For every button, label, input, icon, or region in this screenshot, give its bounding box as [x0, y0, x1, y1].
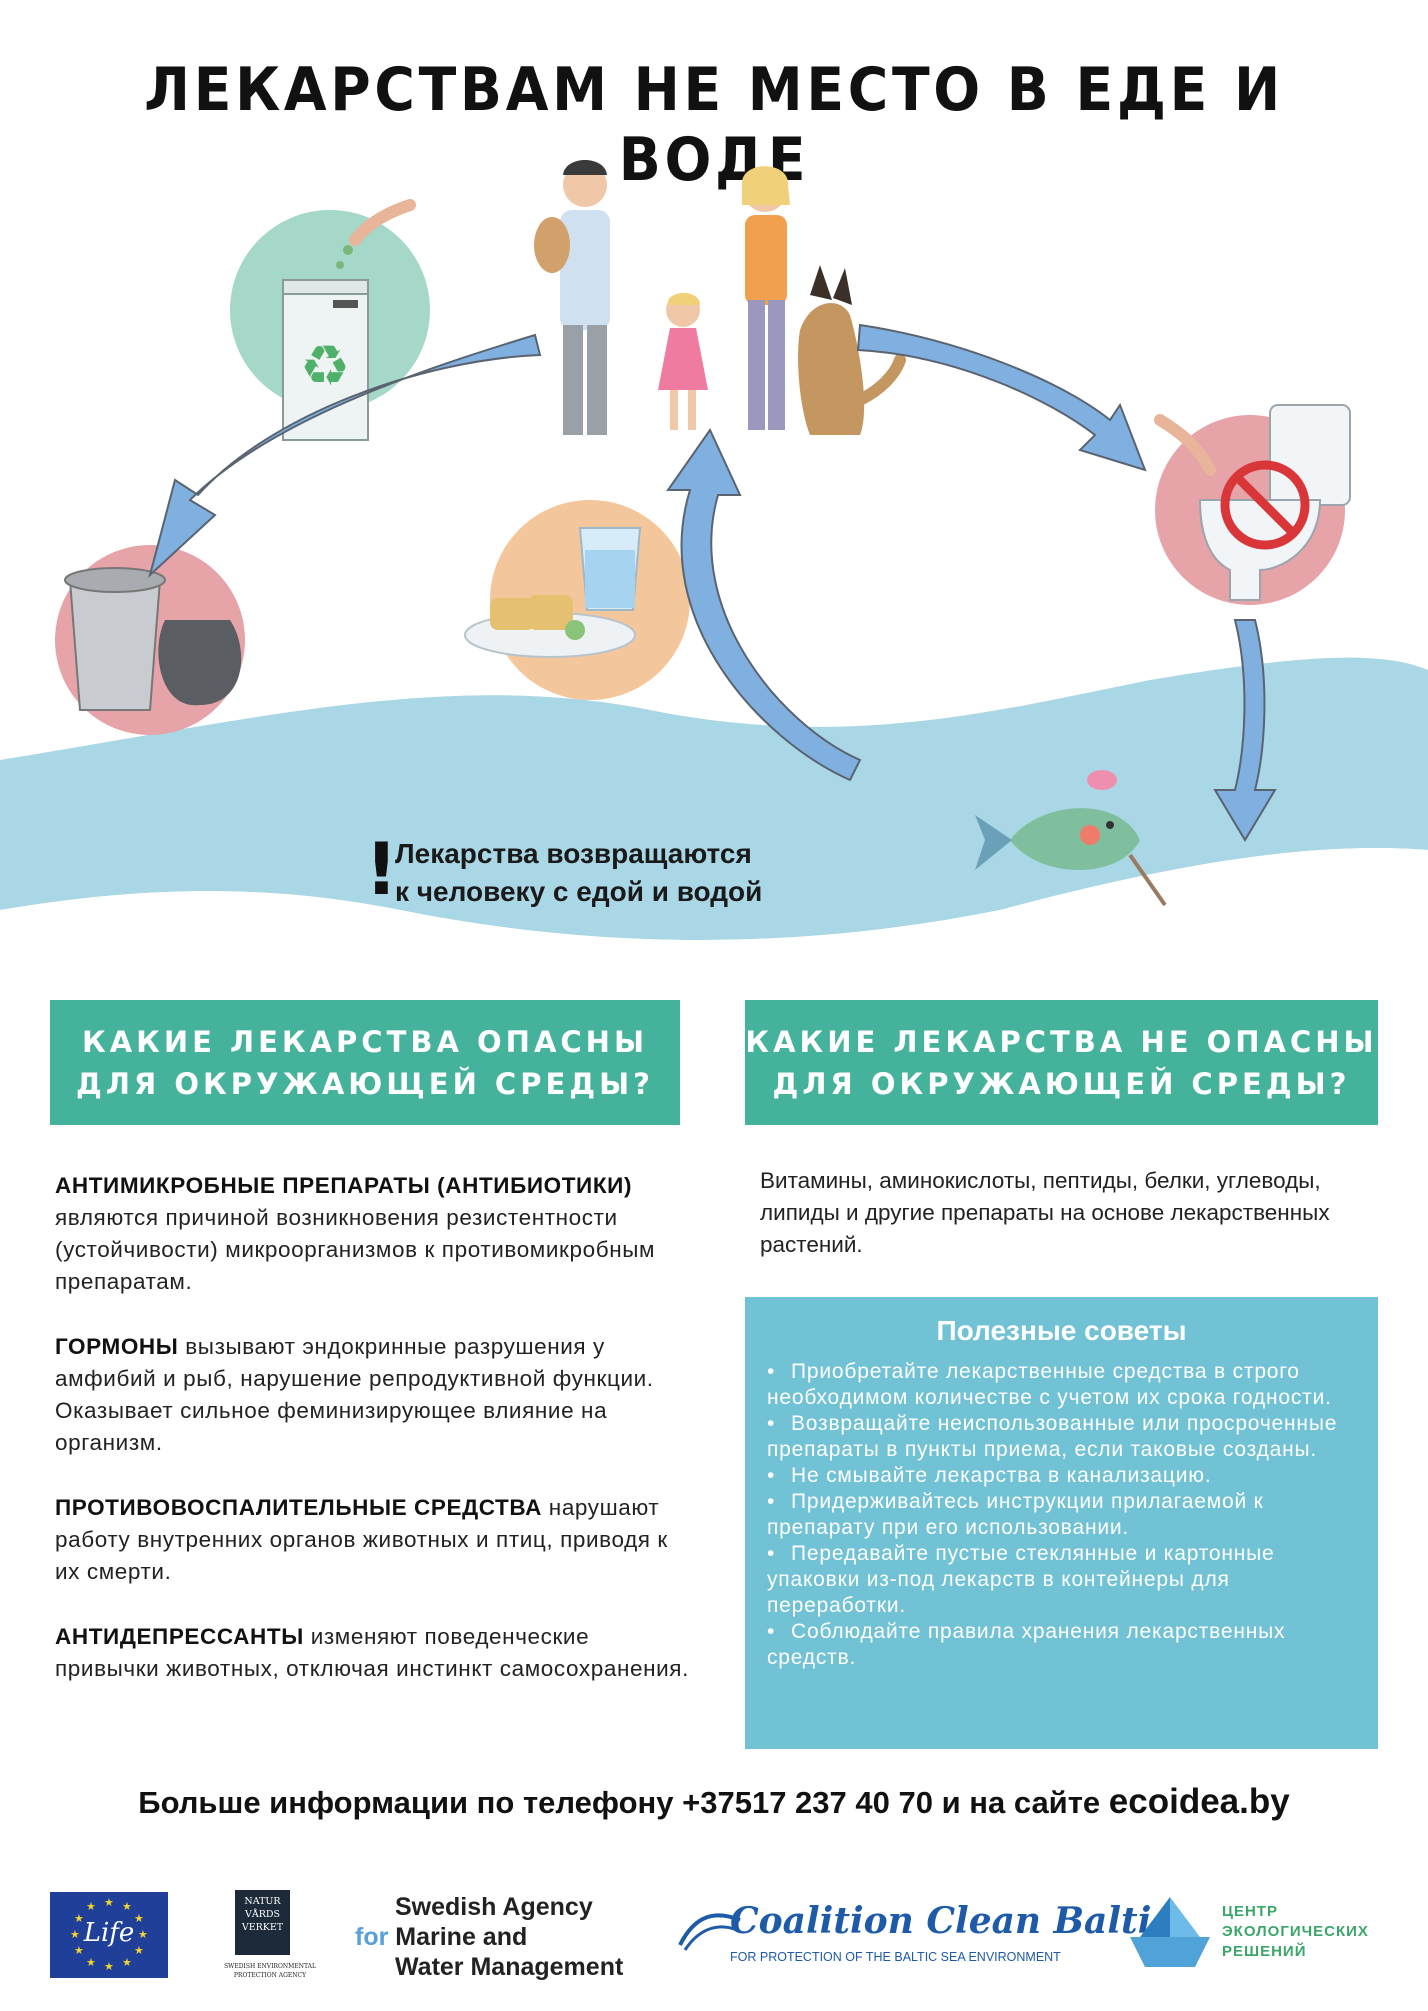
- stars-icon: ★★★ ★★★ ★★★ ★★★: [70, 1896, 148, 1973]
- tip-item: •Соблюдайте правила хранения лекарственн…: [767, 1620, 1286, 1669]
- dangerous-item: ПРОТИВОВОСПАЛИТЕЛЬНЫЕ СРЕДСТВА нарушают …: [55, 1495, 668, 1584]
- tip-item: •Приобретайте лекарственные средства в с…: [767, 1360, 1332, 1409]
- tip-item: •Возвращайте неиспользованные или просро…: [767, 1412, 1338, 1461]
- svg-text:★: ★: [134, 1944, 144, 1957]
- dangerous-heading: КАКИЕ ЛЕКАРСТВА ОПАСНЫ ДЛЯ ОКРУЖАЮЩЕЙ СР…: [50, 1000, 680, 1125]
- svg-text:★: ★: [104, 1960, 114, 1973]
- arrow-toilet-to-water: [1213, 619, 1277, 842]
- tip-item: •Передавайте пустые стеклянные и картонн…: [767, 1542, 1275, 1617]
- partner-logos: ★★★ ★★★ ★★★ ★★★ Life NATUR VÅRDS VERKET …: [0, 1880, 1428, 1990]
- recycle-bin-scene: ♻: [230, 199, 430, 441]
- website-link[interactable]: ecoidea.by: [1108, 1782, 1290, 1821]
- svg-text:★: ★: [70, 1928, 80, 1941]
- wave-icon: [678, 1913, 741, 1951]
- toilet-scene: [1154, 404, 1351, 605]
- recycle-icon: ♻: [300, 334, 350, 399]
- prohibited-icon: [1220, 460, 1310, 550]
- arrow-water-to-people: [666, 428, 862, 782]
- svg-text:★: ★: [134, 1912, 144, 1925]
- dangerous-list: АНТИМИКРОБНЫЕ ПРЕПАРАТЫ (АНТИБИОТИКИ) яв…: [55, 1170, 695, 1718]
- medicine-cycle-illustration: ♻: [0, 160, 1428, 980]
- tip-item: •Придерживайтесь инструкции прилагаемой …: [767, 1490, 1264, 1539]
- sick-fish: [975, 770, 1167, 907]
- swam-logo: Swedish Agency for Marine and Water Mana…: [355, 1893, 624, 1981]
- svg-text:★: ★: [122, 1900, 132, 1913]
- svg-text:★: ★: [86, 1956, 96, 1969]
- food-and-water-scene: [464, 500, 690, 700]
- dangerous-item: ГОРМОНЫ вызывают эндокринные разрушения …: [55, 1334, 654, 1455]
- svg-text:★: ★: [86, 1900, 96, 1913]
- page-title: ЛЕКАРСТВАМ НЕ МЕСТО В ЕДЕ И ВОДЕ: [144, 55, 1284, 195]
- arrow-to-trash: [148, 333, 542, 579]
- flow-arrows: [148, 323, 1277, 842]
- tips-title: Полезные советы: [936, 1315, 1187, 1346]
- notice-text: Лекарства возвращаются к человеку с едой…: [395, 838, 763, 907]
- svg-text:★: ★: [74, 1912, 84, 1925]
- arrow-to-toilet: [856, 323, 1147, 472]
- paper-boat-icon: [1130, 1897, 1210, 1967]
- svg-text:★: ★: [104, 1896, 114, 1909]
- safe-text: Витамины, аминокислоты, пептиды, белки, …: [760, 1168, 1330, 1257]
- svg-text:★: ★: [122, 1956, 132, 1969]
- tips-list: •Приобретайте лекарственные средства в с…: [767, 1359, 1357, 1671]
- safe-heading: КАКИЕ ЛЕКАРСТВА НЕ ОПАСНЫ ДЛЯ ОКРУЖАЮЩЕЙ…: [745, 1000, 1378, 1125]
- tips-box: Полезные советы •Приобретайте лекарствен…: [745, 1297, 1378, 1749]
- trash-can-scene: [55, 545, 245, 735]
- contact-line: Больше информации по телефону +37517 237…: [138, 1782, 1290, 1821]
- exclamation-icon: !: [365, 827, 398, 911]
- svg-text:★: ★: [138, 1928, 148, 1941]
- eu-life-logo: ★★★ ★★★ ★★★ ★★★ Life: [50, 1892, 168, 1978]
- naturvardsverket-logo: NATUR VÅRDS VERKET SWEDISH ENVIRONMENTAL…: [215, 1890, 325, 1985]
- tip-item: •Не смывайте лекарства в канализацию.: [767, 1464, 1212, 1487]
- family-with-pets: [534, 160, 906, 435]
- svg-text:★: ★: [74, 1944, 84, 1957]
- dangerous-item: АНТИДЕПРЕССАНТЫ изменяют поведенческие п…: [55, 1624, 689, 1681]
- dangerous-item: АНТИМИКРОБНЫЕ ПРЕПАРАТЫ (АНТИБИОТИКИ) яв…: [55, 1173, 656, 1294]
